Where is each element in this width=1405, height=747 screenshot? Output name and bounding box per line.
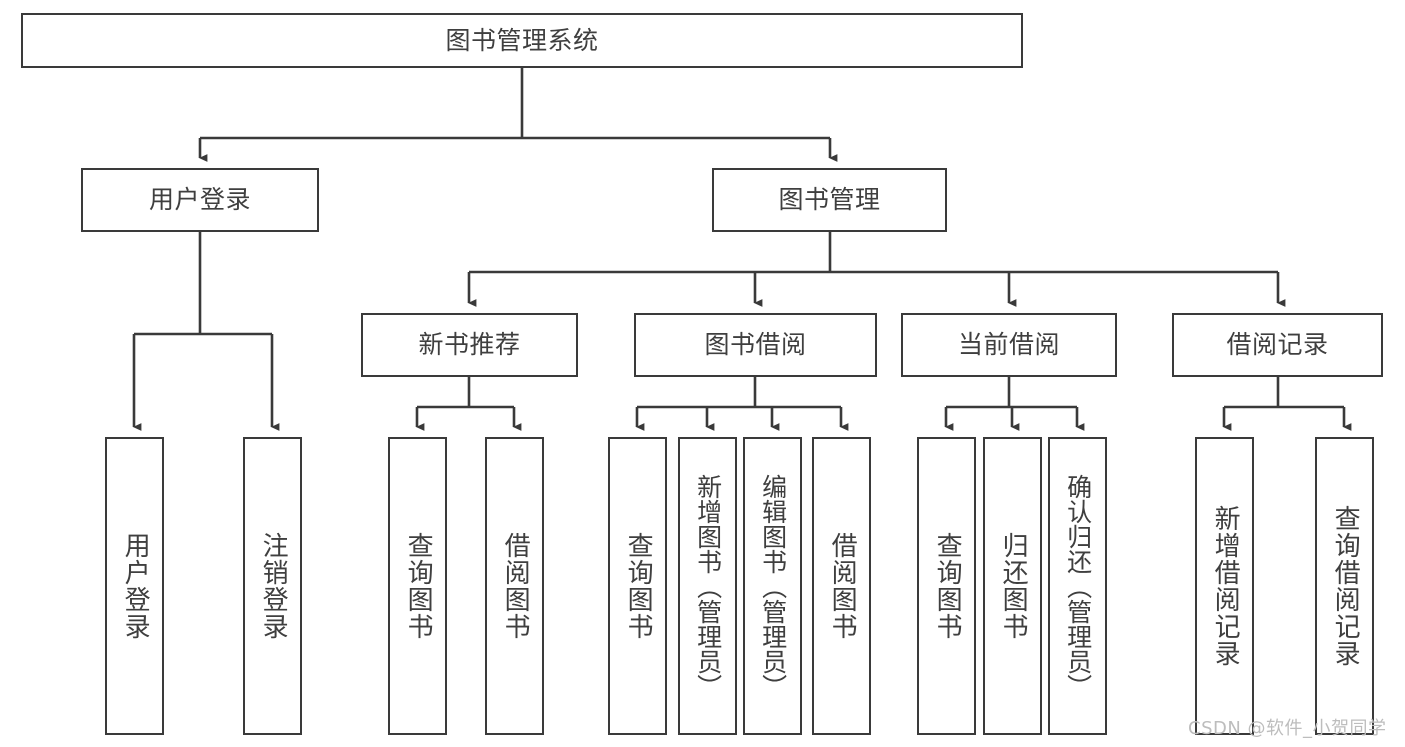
node-leaf-add-book-label: 新增图书（管理员）	[693, 473, 723, 699]
node-leaf-borrow-book-2-label: 借阅图书	[827, 532, 858, 640]
node-user-login-label: 用户登录	[148, 185, 251, 214]
node-leaf-return-book[interactable]: 归还图书	[983, 437, 1042, 735]
node-leaf-query-record-label: 查询借阅记录	[1330, 505, 1361, 667]
node-leaf-user-logout[interactable]: 注销登录	[243, 437, 302, 735]
node-leaf-query-book-2-label: 查询图书	[623, 532, 654, 640]
node-leaf-borrow-book-1-label: 借阅图书	[500, 532, 531, 640]
node-leaf-confirm-return-label: 确认归还（管理员）	[1063, 473, 1093, 699]
node-leaf-confirm-return[interactable]: 确认归还（管理员）	[1048, 437, 1107, 735]
node-leaf-user-logout-label: 注销登录	[258, 532, 289, 640]
node-user-login[interactable]: 用户登录	[81, 168, 319, 232]
node-book-borrow-label: 图书借阅	[704, 330, 807, 359]
node-root-label: 图书管理系统	[445, 25, 599, 55]
node-current-borrow-label: 当前借阅	[957, 330, 1060, 359]
node-leaf-query-book-1[interactable]: 查询图书	[388, 437, 447, 735]
node-leaf-query-book-1-label: 查询图书	[403, 532, 434, 640]
node-leaf-user-login[interactable]: 用户登录	[105, 437, 164, 735]
node-leaf-query-book-3[interactable]: 查询图书	[917, 437, 976, 735]
node-leaf-query-book-2[interactable]: 查询图书	[608, 437, 667, 735]
node-borrow-record[interactable]: 借阅记录	[1172, 313, 1383, 377]
node-leaf-user-login-label: 用户登录	[120, 532, 151, 640]
node-leaf-borrow-book-2[interactable]: 借阅图书	[812, 437, 871, 735]
node-leaf-edit-book[interactable]: 编辑图书（管理员）	[743, 437, 802, 735]
node-leaf-query-book-3-label: 查询图书	[932, 532, 963, 640]
csdn-watermark: CSDN @软件_小贺同学	[1188, 718, 1387, 739]
node-leaf-edit-book-label: 编辑图书（管理员）	[758, 473, 788, 699]
node-new-book-rec-label: 新书推荐	[418, 330, 521, 359]
node-current-borrow[interactable]: 当前借阅	[901, 313, 1117, 377]
node-borrow-record-label: 借阅记录	[1226, 330, 1329, 359]
node-leaf-borrow-book-1[interactable]: 借阅图书	[485, 437, 544, 735]
node-root[interactable]: 图书管理系统	[21, 13, 1023, 68]
node-new-book-rec[interactable]: 新书推荐	[361, 313, 578, 377]
node-leaf-query-record[interactable]: 查询借阅记录	[1315, 437, 1374, 735]
node-book-borrow[interactable]: 图书借阅	[634, 313, 877, 377]
node-leaf-add-record-label: 新增借阅记录	[1210, 505, 1241, 667]
node-leaf-return-book-label: 归还图书	[998, 532, 1029, 640]
node-book-manage-label: 图书管理	[778, 185, 881, 214]
node-leaf-add-book[interactable]: 新增图书（管理员）	[678, 437, 737, 735]
node-leaf-add-record[interactable]: 新增借阅记录	[1195, 437, 1254, 735]
node-book-manage[interactable]: 图书管理	[712, 168, 947, 232]
